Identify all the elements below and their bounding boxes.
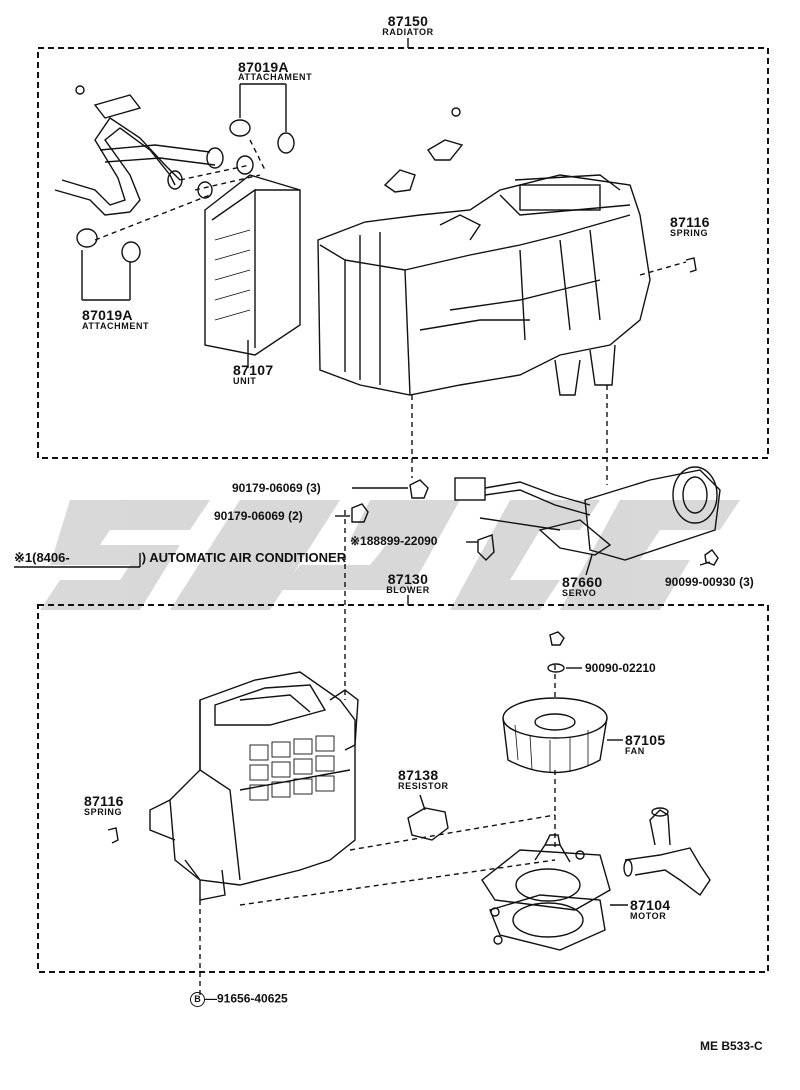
servo-motor (584, 469, 721, 561)
label-87138-name: RESISTOR (398, 781, 449, 791)
note-mark: ※1 (14, 550, 33, 565)
label-87105-partno: 87105 (625, 732, 666, 748)
blower-motor (481, 849, 611, 911)
label-87116-bottom-partno: 87116 (84, 793, 124, 809)
note-range: (8406- (32, 550, 70, 565)
note-automatic-ac: ※1(8406-) AUTOMATIC AIR CONDITIONER (14, 551, 346, 564)
label-90099-00930: 90099-00930 (3) (665, 575, 754, 589)
label-87019a-bottom-name: ATTACHMENT (82, 321, 150, 331)
radiator-core (204, 174, 301, 356)
group-radiator-name: RADIATOR (382, 27, 434, 37)
label-87138-partno: 87138 (398, 767, 439, 783)
note-text: AUTOMATIC AIR CONDITIONER (149, 550, 347, 565)
label-87660-partno: 87660 (562, 574, 603, 590)
label-87105-name: FAN (625, 746, 645, 756)
label-87660-name: SERVO (562, 588, 597, 598)
group-blower-name: BLOWER (386, 585, 430, 595)
label-87116-top-name: SPRING (670, 228, 709, 238)
watermark-logo (40, 500, 740, 610)
note-close: ) (141, 550, 147, 565)
reference-code: ME B533-C (700, 1039, 763, 1053)
label-87107-name: UNIT (233, 376, 257, 386)
blower-fan (502, 697, 608, 739)
label-87107-partno: 87107 (233, 362, 274, 378)
group-radiator-partno: 87150 (387, 13, 429, 29)
label-87019a-top-name: ATTACHAMENT (238, 72, 313, 82)
circled-letter-icon: B (190, 992, 205, 1007)
label-91656-text: 91656-40625 (217, 991, 288, 1006)
label-90179-06069-2: 90179-06069 (2) (214, 509, 303, 523)
heater-pipe (54, 127, 176, 216)
label-87104-name: MOTOR (630, 911, 667, 921)
blower-housing (169, 671, 356, 886)
resistor (407, 807, 449, 841)
label-90090-02210: 90090-02210 (585, 661, 656, 675)
label-87116-bottom-name: SPRING (84, 807, 123, 817)
label-91656-40625: B—91656-40625 (190, 992, 288, 1007)
attachment-ring (229, 119, 251, 137)
label-87116-top-partno: 87116 (670, 214, 710, 230)
label-90179-06069-3: 90179-06069 (3) (232, 481, 321, 495)
label-87019a-top-partno: 87019A (238, 59, 289, 75)
label-87019a-bottom-partno: 87019A (82, 307, 133, 323)
label-87104-partno: 87104 (630, 897, 671, 913)
radiator-group-box (37, 47, 769, 459)
heater-unit-housing (317, 174, 651, 396)
label-188899-22090: ※188899-22090 (350, 534, 438, 548)
group-blower-partno: 87130 (387, 571, 429, 587)
